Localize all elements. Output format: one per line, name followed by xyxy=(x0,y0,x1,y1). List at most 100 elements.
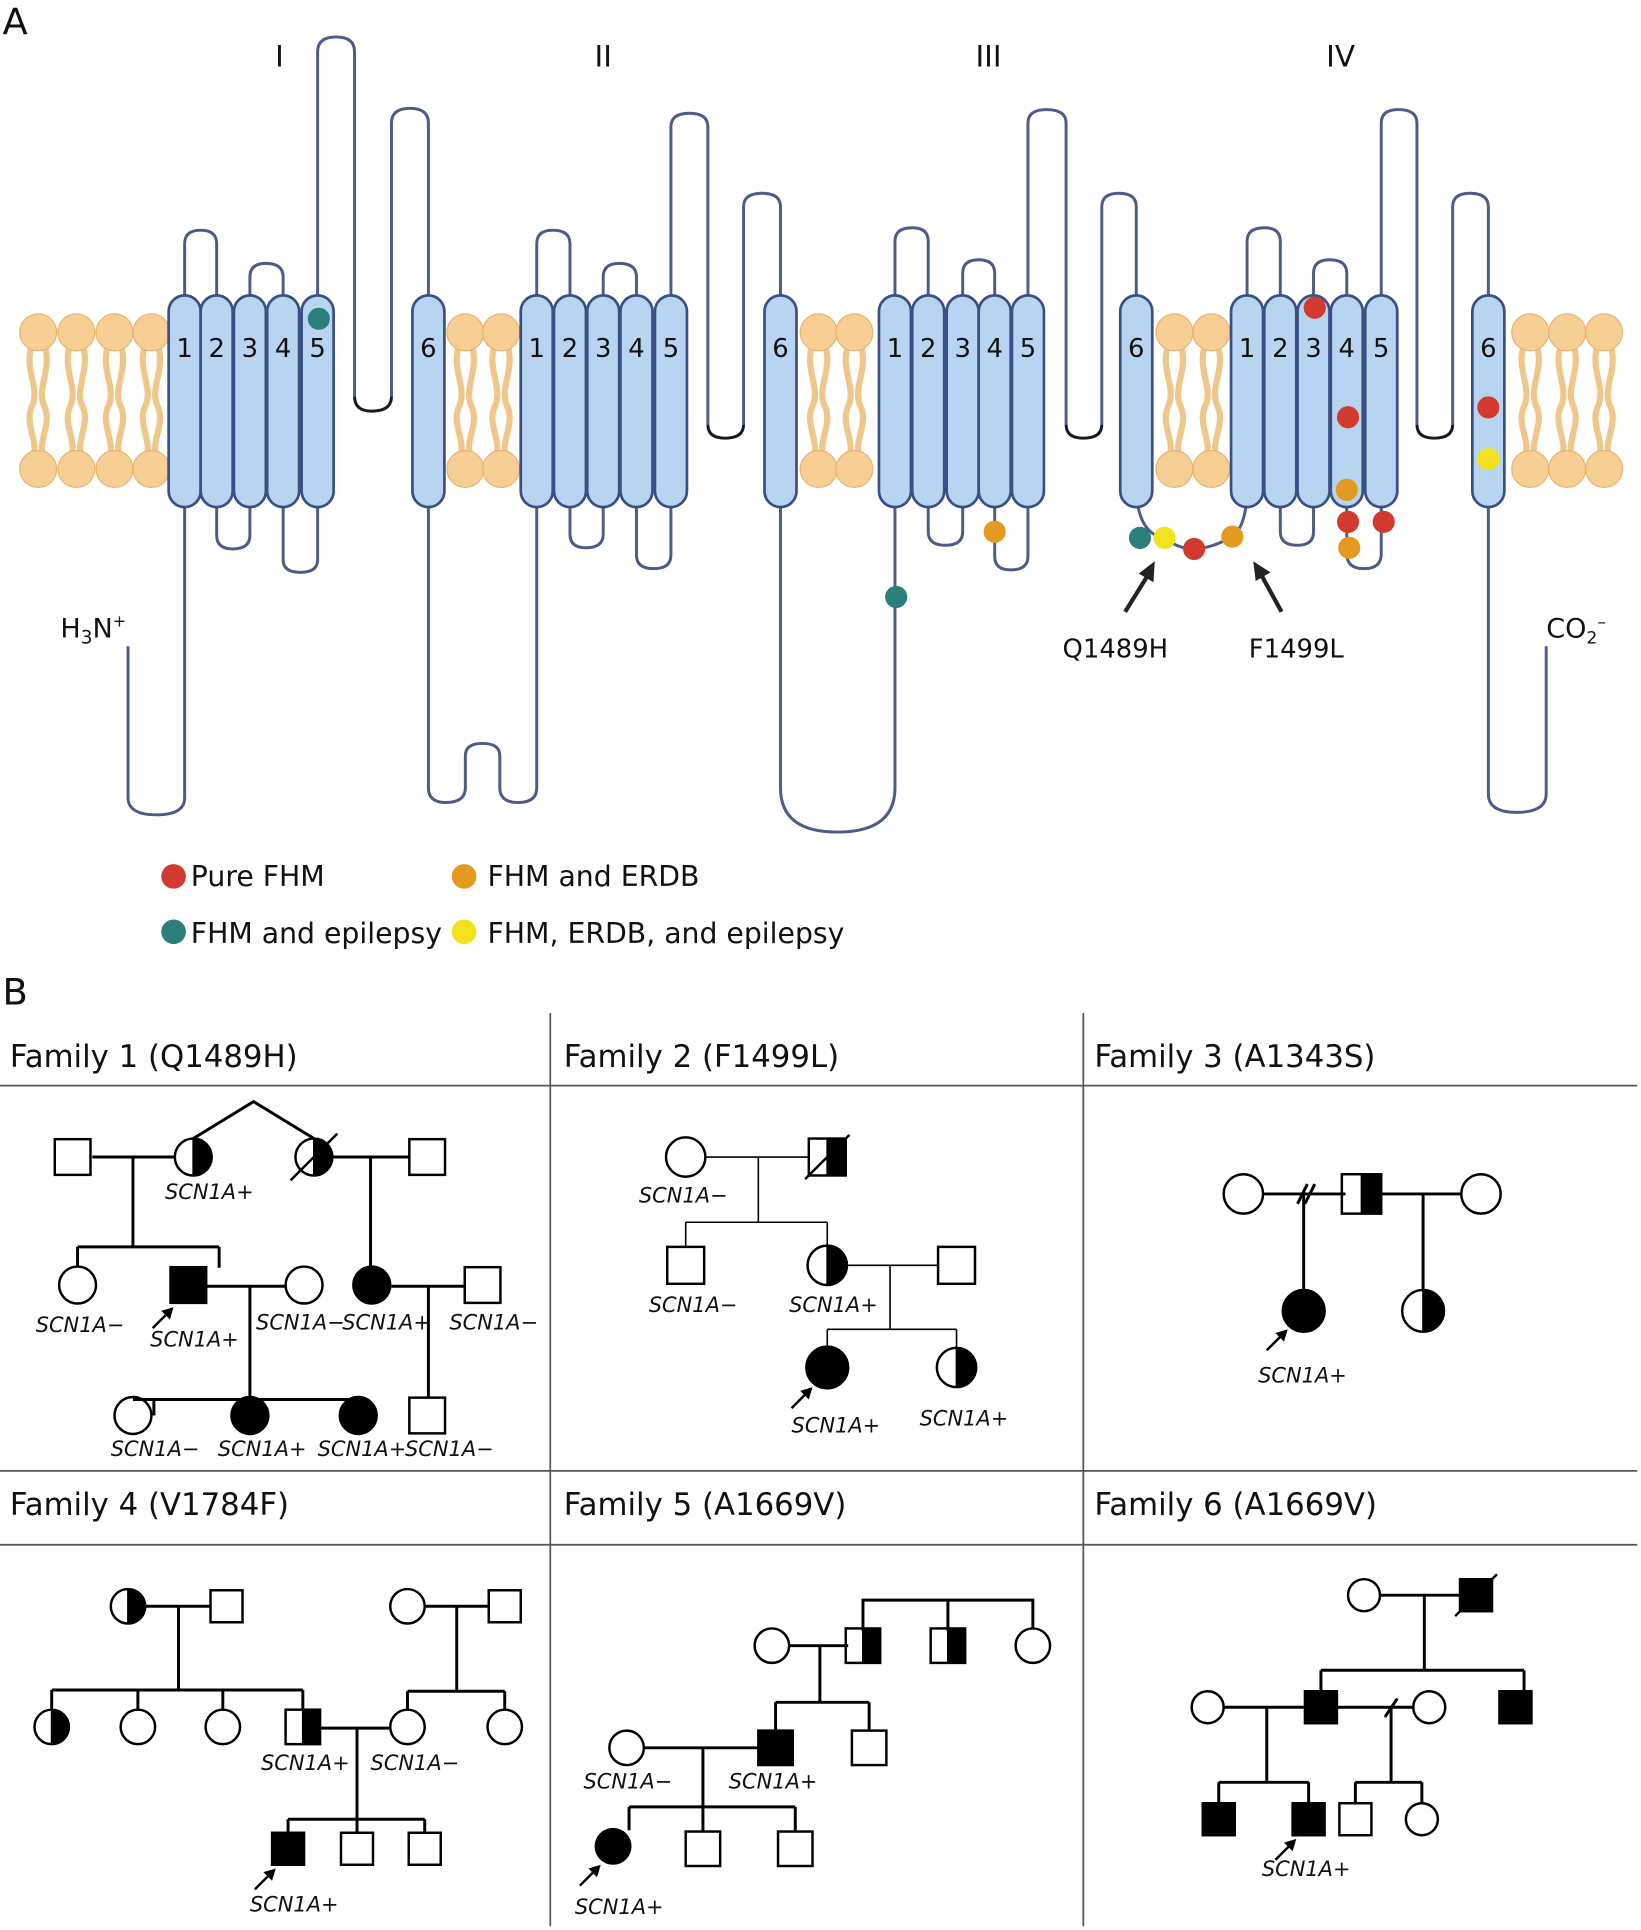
segment-label: 3 xyxy=(1305,334,1321,364)
segment-DIII-S2: 2 xyxy=(910,294,946,509)
genotype-label: SCN1A+ xyxy=(218,1437,307,1461)
n-terminal-tail xyxy=(126,492,187,817)
segment-label: 6 xyxy=(1128,334,1144,364)
mutation-dot-fhm-epilepsy xyxy=(885,585,908,609)
unaffected-female xyxy=(389,1708,426,1746)
loop-DI-S5S6 xyxy=(316,35,357,397)
mutation-label-q1489h: Q1489H xyxy=(1063,634,1169,664)
loop-DII-pore xyxy=(706,424,746,440)
genotype-label: SCN1A− xyxy=(584,1769,673,1793)
unaffected-male xyxy=(53,1137,92,1177)
domain-label-III: III xyxy=(975,39,1001,73)
arrow-f1499l xyxy=(1253,561,1284,613)
unaffected-female xyxy=(204,1708,242,1746)
genotype-label: SCN1A+ xyxy=(729,1769,818,1793)
unaffected-male xyxy=(776,1830,814,1868)
unaffected-male xyxy=(684,1830,722,1868)
legend-swatch-fhm-epilepsy xyxy=(161,919,186,945)
segment-label: 2 xyxy=(562,334,578,364)
loop-DIII-pore xyxy=(1064,424,1104,440)
legend-swatch-pure-fhm xyxy=(161,864,186,889)
unaffected-male xyxy=(408,1396,447,1435)
mutation-dot-fhm-erdb xyxy=(983,520,1006,543)
unaffected-female xyxy=(389,1587,426,1625)
family-5-title: Family 5 (A1669V) xyxy=(564,1487,847,1523)
segment-DIV-S1: 1 xyxy=(1229,294,1265,509)
segment-label: 5 xyxy=(1373,334,1389,364)
mutation-dot-fhm-erdb xyxy=(1221,525,1244,548)
segment-DI-S2: 2 xyxy=(199,294,235,509)
lipid-molecule xyxy=(446,313,485,489)
lipid-molecule xyxy=(1584,313,1624,489)
segment-label: 4 xyxy=(1339,334,1355,364)
mutation-label-f1499l: F1499L xyxy=(1249,634,1345,664)
unaffected-female xyxy=(1190,1689,1225,1725)
family-1-title: Family 1 (Q1489H) xyxy=(10,1039,298,1075)
panel-b: B Family 1 (Q1489H) Family 2 (F1499L) Fa… xyxy=(0,970,1638,1927)
affected-female xyxy=(594,1827,632,1865)
genotype-label: SCN1A− xyxy=(111,1437,200,1461)
genotype-label: SCN1A+ xyxy=(920,1406,1009,1430)
family-4-title: Family 4 (V1784F) xyxy=(10,1487,289,1523)
unaffected-female xyxy=(486,1708,524,1746)
segment-label: 2 xyxy=(920,334,936,364)
segment-label: 1 xyxy=(1239,334,1255,364)
segment-DII-S5: 5 xyxy=(653,294,689,509)
loop-DII-S2S3 xyxy=(568,492,605,550)
unaffected-female xyxy=(1346,1577,1382,1613)
genotype-label: SCN1A− xyxy=(639,1184,728,1208)
unaffected-male xyxy=(666,1245,706,1286)
loop-DIV-S2S3 xyxy=(1278,492,1316,547)
carrier-male xyxy=(929,1627,967,1665)
lipid-molecule xyxy=(19,313,58,489)
proband-arrow-icon xyxy=(578,1864,601,1887)
genotype-label: SCN1A+ xyxy=(150,1328,239,1352)
mutation-dot-pure-fhm xyxy=(1303,296,1326,319)
segment-DII-S2: 2 xyxy=(552,294,588,509)
unaffected-female xyxy=(608,1729,646,1767)
segment-DIV-S2: 2 xyxy=(1262,294,1298,509)
segment-DIII-S4: 4 xyxy=(977,294,1013,509)
unaffected-female xyxy=(664,1136,707,1178)
unaffected-male xyxy=(339,1831,375,1866)
mutation-dot-pure-fhm xyxy=(1183,537,1206,561)
genotype-label: SCN1A− xyxy=(256,1310,345,1334)
unaffected-male xyxy=(936,1245,977,1286)
segment-label: 3 xyxy=(954,334,970,364)
affected-male xyxy=(1498,1689,1533,1725)
genotype-label: SCN1A− xyxy=(405,1437,494,1461)
proband-arrow-icon xyxy=(1265,1329,1288,1352)
segment-DIV-S5: 5 xyxy=(1363,294,1399,509)
unaffected-female xyxy=(1460,1173,1502,1215)
mutation-dot-fhm-epilepsy xyxy=(307,307,330,330)
segment-label: 2 xyxy=(208,334,224,364)
affected-male xyxy=(1303,1689,1339,1725)
segment-label: 1 xyxy=(529,334,545,364)
lipid-molecule xyxy=(835,313,874,489)
loop-DIII-S4S5 xyxy=(993,492,1030,572)
unaffected-male xyxy=(407,1831,442,1866)
mutation-dot-fhm-erdb-epilepsy xyxy=(1153,526,1176,549)
affected-female xyxy=(230,1395,270,1436)
genotype-label: SCN1A+ xyxy=(1262,1857,1351,1881)
segment-DII-S1: 1 xyxy=(519,294,555,509)
legend-label-fhm-epilepsy: FHM and epilepsy xyxy=(191,917,442,950)
protein-chain xyxy=(126,35,1548,834)
loop-DIII-pore-up xyxy=(1100,191,1138,425)
segment-label: 1 xyxy=(887,334,903,364)
mutation-dots xyxy=(307,296,1500,609)
affected-male xyxy=(270,1831,306,1866)
mutation-dot-pure-fhm xyxy=(1336,510,1360,533)
lipid-molecule xyxy=(1548,313,1587,489)
carrier-female xyxy=(935,1346,978,1389)
mutation-dot-pure-fhm xyxy=(1372,510,1395,533)
genotype-label: SCN1A+ xyxy=(318,1437,407,1461)
genotype-label: SCN1A+ xyxy=(792,1414,881,1438)
genotype-label: SCN1A+ xyxy=(575,1895,664,1919)
loop-DI-S2S3 xyxy=(215,492,252,551)
legend-swatch-fhm-erdb xyxy=(451,864,477,889)
domain-label-IV: IV xyxy=(1326,39,1355,73)
proband-arrow-icon xyxy=(151,1307,174,1329)
loop-DIV-pore-up xyxy=(1451,191,1490,425)
genotype-label: SCN1A+ xyxy=(250,1893,339,1917)
